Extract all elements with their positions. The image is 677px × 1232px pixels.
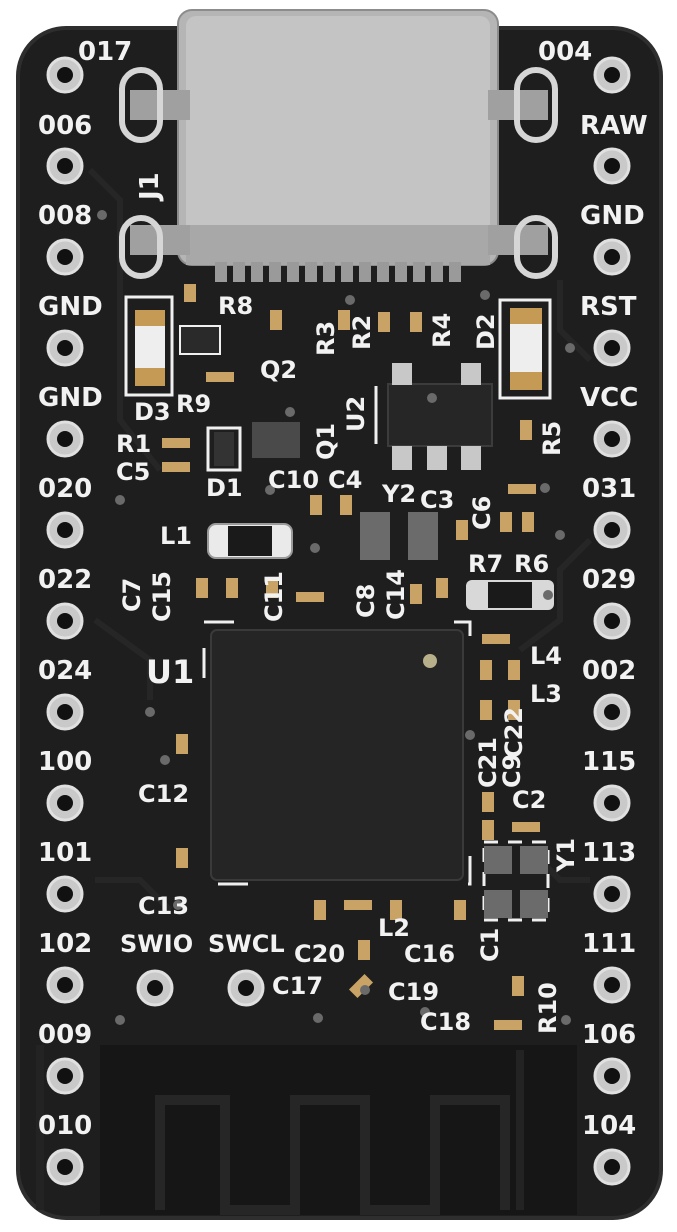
designator: C7 <box>118 578 146 612</box>
designator: C10 <box>268 466 319 494</box>
designator: R8 <box>218 292 253 320</box>
d2-led <box>498 298 552 400</box>
designator: C3 <box>420 486 454 514</box>
pin-label: VCC <box>580 383 638 413</box>
pin-label: 115 <box>582 747 636 777</box>
pin-label: 022 <box>38 565 92 595</box>
pin-label: 101 <box>38 838 92 868</box>
pin-label: 006 <box>38 111 92 141</box>
designator: C9 <box>498 754 526 788</box>
antenna-trace <box>155 1095 510 1215</box>
designator: C20 <box>294 940 345 968</box>
designator: C16 <box>404 940 455 968</box>
pin-label: 029 <box>582 565 636 595</box>
designator: C1 <box>476 928 504 962</box>
pin-label: GND <box>580 201 645 231</box>
debug-label: SWIO <box>120 930 193 958</box>
pin-label: 004 <box>538 37 592 67</box>
designator: Y2 <box>381 480 416 508</box>
designator: Q1 <box>312 423 340 460</box>
designator: C5 <box>116 458 150 486</box>
designator: Y1 <box>552 838 580 873</box>
antenna-area <box>100 1045 577 1215</box>
designator: L4 <box>530 642 562 670</box>
pin-label: 113 <box>582 838 636 868</box>
designator: R2 <box>348 315 376 350</box>
pin-label: GND <box>38 292 103 322</box>
pin-label: GND <box>38 383 103 413</box>
designator: C18 <box>420 1008 471 1036</box>
designator: D2 <box>472 313 500 350</box>
right-pin-header <box>593 56 631 1186</box>
designator: L1 <box>160 522 192 550</box>
designator: D1 <box>206 474 243 502</box>
d1-diode <box>206 426 242 472</box>
y2-crystal <box>358 510 438 562</box>
designator: R7 <box>468 550 503 578</box>
designator: L3 <box>530 680 562 708</box>
y1-crystal <box>482 840 550 922</box>
designator: C19 <box>388 978 439 1006</box>
designator: R5 <box>538 421 566 456</box>
pin-label: 106 <box>582 1020 636 1050</box>
designator: C15 <box>148 571 176 622</box>
designator: R6 <box>514 550 549 578</box>
pin-label: 002 <box>582 656 636 686</box>
pin-label: 017 <box>78 37 132 67</box>
designator: Q2 <box>260 356 297 384</box>
designator: C14 <box>382 569 410 620</box>
passives <box>162 284 540 1030</box>
designator: C2 <box>512 786 546 814</box>
pin1-marker <box>423 654 437 668</box>
designator: C12 <box>138 780 189 808</box>
pin-label: 020 <box>38 474 92 504</box>
designator: L2 <box>378 914 410 942</box>
designator: C11 <box>260 571 288 622</box>
designator: C21 <box>474 737 502 788</box>
pin-label: 024 <box>38 656 92 686</box>
designator: C6 <box>468 496 496 530</box>
pin-label: 008 <box>38 201 92 231</box>
pin-label: RAW <box>580 111 648 141</box>
pin-label: RST <box>580 292 637 322</box>
designator: C8 <box>352 584 380 618</box>
q2-transistor <box>179 325 221 355</box>
pin-label: 009 <box>38 1020 92 1050</box>
designator: D3 <box>134 398 171 426</box>
q1-transistor <box>252 422 300 458</box>
pin-label: 104 <box>582 1111 636 1141</box>
debug-label: SWCL <box>208 930 285 958</box>
traces <box>87 167 593 913</box>
d3-led <box>124 295 174 397</box>
designator: R1 <box>116 430 151 458</box>
left-pin-header <box>46 56 84 1186</box>
u2-chip <box>374 363 493 470</box>
pin-label: 100 <box>38 747 92 777</box>
pin-label: 031 <box>582 474 636 504</box>
designator: C4 <box>328 466 362 494</box>
pin-label: 111 <box>582 929 636 959</box>
designator: R10 <box>534 982 562 1034</box>
designator: U1 <box>146 653 194 691</box>
u1-chip <box>202 620 472 886</box>
designator: R4 <box>428 313 456 348</box>
designator: C13 <box>138 892 189 920</box>
designator: C22 <box>500 707 528 758</box>
pin-label: 010 <box>38 1111 92 1141</box>
designator: R3 <box>312 321 340 356</box>
designator: R9 <box>176 390 211 418</box>
designator: U2 <box>342 396 370 432</box>
vias <box>97 210 575 1025</box>
designator: J1 <box>135 172 165 202</box>
usb-c-connector <box>119 9 558 282</box>
antenna-feed <box>36 1045 524 1210</box>
designator: C17 <box>272 972 323 1000</box>
pin-label: 102 <box>38 929 92 959</box>
